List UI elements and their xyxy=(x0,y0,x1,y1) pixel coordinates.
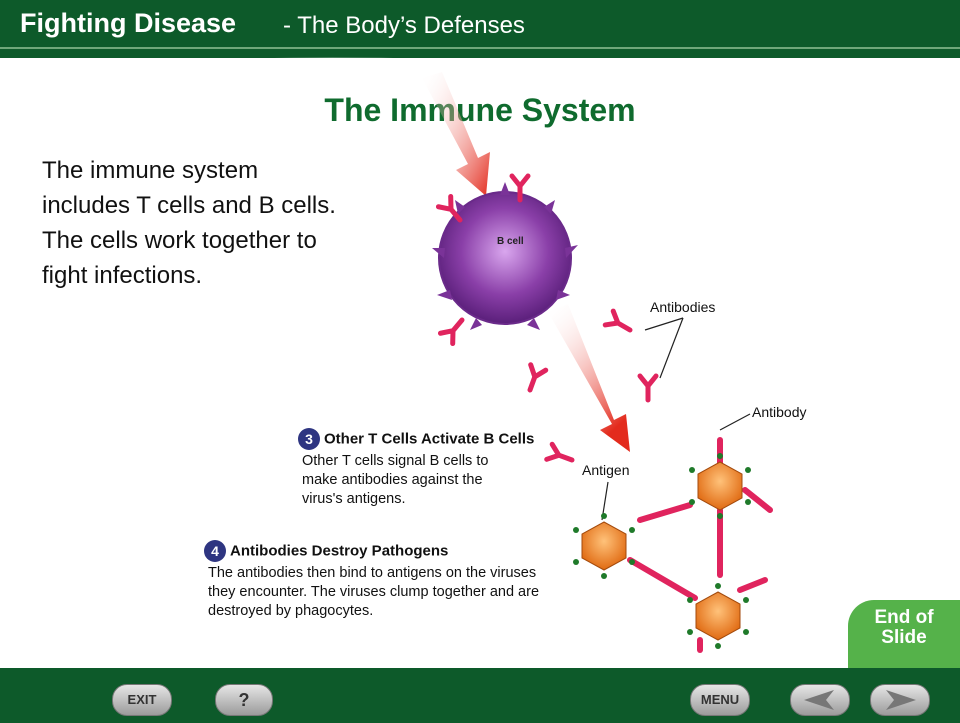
slide-body-text: The immune system includes T cells and B… xyxy=(42,157,336,289)
help-button[interactable]: ? xyxy=(215,684,273,716)
section-subtitle: - The Body’s Defenses xyxy=(283,12,525,39)
previous-button[interactable] xyxy=(790,684,850,716)
menu-button[interactable]: MENU xyxy=(690,684,750,716)
header-divider xyxy=(0,47,960,49)
chapter-title: Fighting Disease xyxy=(20,8,237,38)
exit-button[interactable]: EXIT xyxy=(112,684,172,716)
antibody-label: Antibody xyxy=(752,404,807,420)
b-cell xyxy=(432,182,578,330)
arrow-to-b-cell xyxy=(422,72,490,196)
header-bar: Fighting Disease - The Body’s Defenses xyxy=(0,0,960,50)
slide-title: The Immune System xyxy=(324,92,636,128)
step-4-number: 4 xyxy=(204,540,226,562)
virus-cluster xyxy=(573,437,773,653)
step-3-heading: Other T Cells Activate B Cells xyxy=(324,430,535,448)
antibodies-label: Antibodies xyxy=(650,299,716,315)
step-3-text: Other T cells signal B cells to make ant… xyxy=(302,453,489,507)
arrow-right-icon xyxy=(886,690,916,710)
arrow-left-icon xyxy=(804,690,834,710)
arrow-to-viruses xyxy=(548,304,630,452)
step-3-number: 3 xyxy=(298,428,320,450)
antigen-label: Antigen xyxy=(582,462,630,478)
step-4-text: The antibodies then bind to antigens on … xyxy=(208,565,540,619)
step-4-heading: Antibodies Destroy Pathogens xyxy=(230,542,449,560)
b-cell-label: B cell xyxy=(497,236,524,247)
next-button[interactable] xyxy=(870,684,930,716)
